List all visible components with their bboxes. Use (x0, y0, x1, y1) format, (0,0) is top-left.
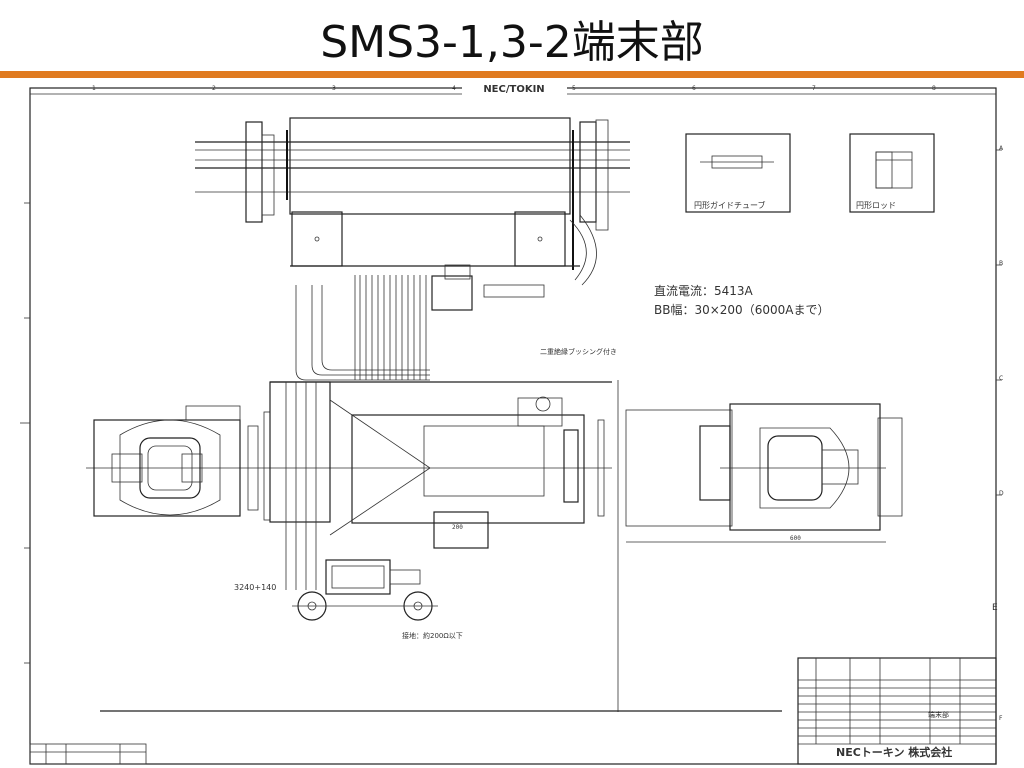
zone-number: 6 (692, 85, 696, 92)
zone-number: 3 (332, 85, 336, 92)
zone-letter: B (999, 260, 1003, 267)
detail-2-caption: 円形ロッド (856, 201, 896, 210)
engineering-drawing: NEC/TOKIN 1 2 3 4 5 6 7 8 A B C D E F (20, 81, 1004, 765)
note-ground: 接地：約200Ω以下 (402, 631, 463, 640)
dim-600: 600 (790, 535, 801, 542)
zone-letter: D (999, 490, 1004, 497)
zone-letter: E (992, 603, 998, 613)
detail-guide-tube: 円形ガイドチューブ (685, 133, 791, 213)
cable-bundle (295, 275, 430, 381)
zone-number: 5 (572, 85, 576, 92)
top-bus-assembly (195, 117, 630, 311)
zone-letter: C (999, 375, 1003, 382)
revision-table (29, 743, 147, 765)
spec-current: 直流電流：5413A (654, 284, 754, 298)
zone-number: 7 (812, 85, 816, 92)
page-title: SMS3-1,3-2端末部 (320, 17, 704, 68)
zone-letter: A (999, 145, 1004, 152)
title-block: 端末部 NECトーキン 株式会社 (797, 657, 997, 765)
title-block-maker: NECトーキン 株式会社 (836, 745, 952, 759)
dim-200: 200 (452, 524, 463, 531)
zone-number: 8 (932, 85, 936, 92)
title-block-name: 端末部 (928, 710, 949, 719)
brand-header: NEC/TOKIN (483, 84, 544, 95)
spec-bus-width: BB幅：30×200（6000Aまで） (654, 302, 829, 317)
border-zone-letters: A B C D E F (992, 145, 1004, 722)
note-bushing: 二重絶縁ブッシング付き (540, 347, 617, 356)
zone-number: 1 (92, 85, 96, 92)
motor-assembly: 3240+140 接地：約200Ω以下 二重絶縁ブッシング付き (234, 347, 617, 640)
zone-letter: F (999, 715, 1003, 722)
dim-3240: 3240+140 (234, 583, 276, 592)
right-plan-view: 600 (617, 380, 903, 712)
zone-number: 4 (452, 85, 456, 92)
zone-number: 2 (212, 85, 216, 92)
border-zone-numbers: 1 2 3 4 5 6 7 8 (92, 85, 936, 92)
plan-view-assembly: 200 (86, 381, 612, 590)
detail-1-caption: 円形ガイドチューブ (694, 200, 766, 210)
title-accent-rule (0, 71, 1024, 78)
detail-rod: 円形ロッド (849, 133, 935, 213)
